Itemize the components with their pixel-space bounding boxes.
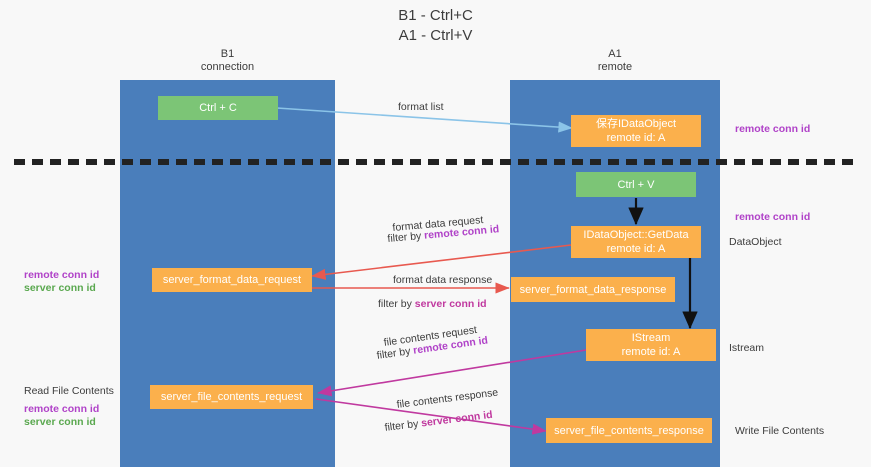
node-ctrl-v[interactable]: Ctrl + V [576, 172, 696, 197]
node-server-file-contents-response[interactable]: server_file_contents_response [546, 418, 712, 443]
annotation-left-remote-conn-id-bottom: remote conn id [24, 403, 100, 415]
page-title: B1 - Ctrl+C A1 - Ctrl+V [0, 6, 871, 46]
node-idataobject-getdata-line2: remote id: A [606, 243, 666, 255]
node-istream-line1: IStream [631, 332, 671, 344]
annotation-right-istream: Istream [729, 342, 765, 354]
node-ctrl-c-line1: Ctrl + C [199, 102, 237, 114]
node-idataobject-getdata-line1: IDataObject::GetData [583, 229, 689, 241]
annotation-right-remote-conn-id-mid: remote conn id [735, 211, 811, 223]
title-line-1: B1 - Ctrl+C [398, 7, 473, 24]
edge-format-data-request [311, 244, 572, 280]
annotation-left-server-conn-id-mid: server conn id [24, 282, 96, 294]
annotation-right-dataobject: DataObject [729, 236, 782, 248]
node-server-file-contents-request-label: server_file_contents_request [160, 391, 303, 403]
node-server-format-data-request[interactable]: server_format_data_request [152, 268, 312, 292]
edge-label-format-data-response: format data response [393, 274, 493, 286]
node-ctrl-v-line1: Ctrl + V [617, 178, 655, 191]
node-server-format-data-response[interactable]: server_format_data_response [511, 277, 675, 302]
lane-header-b1: B1 connection [120, 48, 335, 74]
edge-file-contents-response [315, 398, 547, 435]
node-server-format-data-request-label: server_format_data_request [162, 274, 302, 286]
lane-header-a1-role: remote [597, 61, 633, 73]
title-line-2: A1 - Ctrl+V [398, 27, 473, 44]
lane-header-a1: A1 remote [510, 48, 720, 74]
annotation-left-remote-conn-id-mid: remote conn id [24, 269, 100, 281]
node-save-idataobject-line1: 保存IDataObject [595, 118, 677, 130]
lane-header-a1-name: A1 [608, 48, 622, 60]
node-idataobject-getdata[interactable]: IDataObject::GetData remote id: A [571, 226, 701, 258]
node-server-file-contents-request[interactable]: server_file_contents_request [150, 385, 313, 409]
edge-format-list [276, 107, 573, 133]
node-save-idataobject-line2: remote id: A [606, 132, 666, 144]
annotation-right-write-file-contents: Write File Contents [735, 425, 825, 437]
edge-file-contents-request [317, 349, 587, 397]
filter-prefix: filter by [378, 298, 415, 310]
node-server-format-data-response-label: server_format_data_response [519, 283, 667, 296]
annotation-left-read-file-contents: Read File Contents [24, 385, 114, 397]
annotation-right-remote-conn-id-top: remote conn id [735, 123, 811, 135]
lane-header-b1-role: connection [200, 61, 255, 73]
node-server-file-contents-response-label: server_file_contents_response [554, 424, 704, 437]
filter-prefix: filter by [387, 229, 425, 245]
filter-target: server conn id [414, 298, 487, 310]
lane-header-b1-name: B1 [220, 48, 235, 60]
edge-label-format-data-response-filter: filter by server conn id [378, 298, 487, 311]
node-ctrl-c[interactable]: Ctrl + C [158, 96, 278, 120]
node-istream[interactable]: IStream remote id: A [586, 329, 716, 361]
annotation-left-server-conn-id-bottom: server conn id [24, 416, 96, 428]
node-istream-line2: remote id: A [621, 346, 681, 358]
node-save-idataobject[interactable]: 保存IDataObject remote id: A [571, 115, 701, 147]
edge-label-format-list: format list [398, 101, 444, 113]
